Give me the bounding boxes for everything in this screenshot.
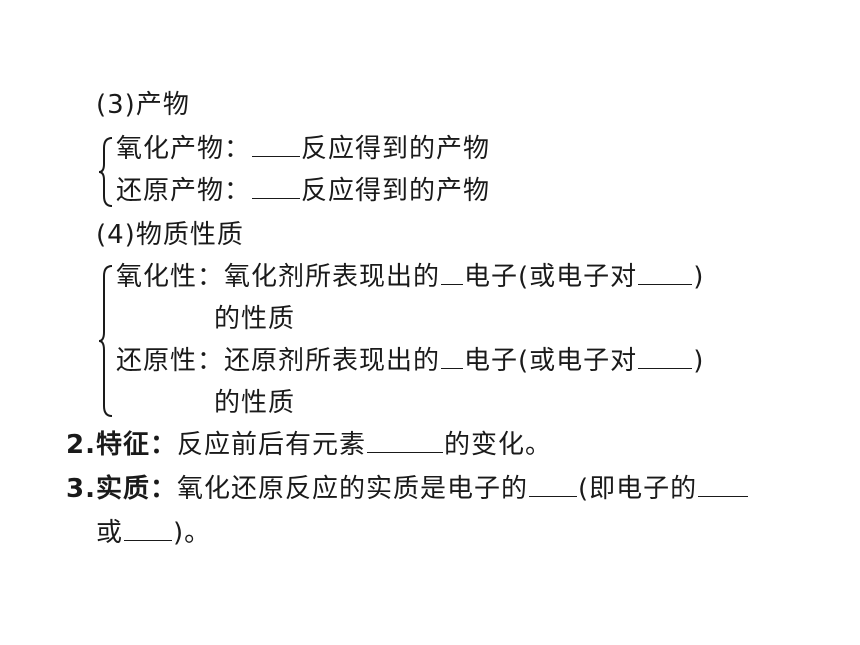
item-suffix: 反应得到的产物 <box>301 134 491 164</box>
point3-essence-line2: 或 )。 <box>96 516 211 550</box>
answer-blank[interactable] <box>441 344 464 369</box>
section4-item-oxidizing: 氧化性：氧化剂所表现出的电子(或电子对) <box>116 260 704 294</box>
section4-heading: (4)物质性质 <box>96 218 244 252</box>
answer-blank[interactable] <box>124 516 173 541</box>
section4-heading-text: (4)物质性质 <box>96 220 244 250</box>
answer-blank[interactable] <box>441 260 464 285</box>
point3-line2-suffix: )。 <box>173 518 212 548</box>
point2-label: 2.特征： <box>66 430 177 460</box>
answer-blank[interactable] <box>528 472 577 497</box>
answer-blank[interactable] <box>638 260 693 285</box>
item-mid: 电子(或电子对 <box>464 346 638 376</box>
point3-prefix: 氧化还原反应的实质是电子的 <box>176 474 528 504</box>
section3-item-oxidation-product: 氧化产物： 反应得到的产物 <box>116 132 490 166</box>
item-line2: 的性质 <box>214 304 296 334</box>
point3-label: 3.实质： <box>66 474 177 504</box>
answer-blank[interactable] <box>252 174 301 199</box>
item-prefix: 氧化剂所表现出的 <box>224 262 441 292</box>
point2-characteristic: 2.特征：反应前后有元素 的变化。 <box>66 428 552 462</box>
answer-blank[interactable] <box>366 428 443 453</box>
answer-blank[interactable] <box>252 132 301 157</box>
item-close: ) <box>693 346 705 376</box>
item-mid: 电子(或电子对 <box>464 262 638 292</box>
section4-item-reducing-line2: 的性质 <box>214 386 295 420</box>
section4-item-oxidizing-line2: 的性质 <box>214 302 295 336</box>
point3-mid: (即电子的 <box>577 474 698 504</box>
item-prefix: 还原剂所表现出的 <box>224 346 441 376</box>
item-label: 氧化性： <box>116 262 225 292</box>
item-label: 还原产物： <box>116 176 252 206</box>
section3-item-reduction-product: 还原产物： 反应得到的产物 <box>116 174 490 208</box>
point2-suffix: 的变化。 <box>443 430 552 460</box>
item-suffix: 反应得到的产物 <box>301 176 491 206</box>
item-label: 氧化产物： <box>116 134 252 164</box>
point3-essence: 3.实质：氧化还原反应的实质是电子的 (即电子的 <box>66 472 749 506</box>
section4-brace <box>98 265 113 417</box>
answer-blank[interactable] <box>638 344 693 369</box>
section3-heading-text: (3)产物 <box>96 90 190 120</box>
item-line2: 的性质 <box>214 388 296 418</box>
point2-prefix: 反应前后有元素 <box>176 430 366 460</box>
point3-line2-prefix: 或 <box>96 518 124 548</box>
answer-blank[interactable] <box>698 472 749 497</box>
section4-item-reducing: 还原性：还原剂所表现出的电子(或电子对) <box>116 344 704 378</box>
section3-brace <box>98 137 113 207</box>
item-label: 还原性： <box>116 346 225 376</box>
section3-heading: (3)产物 <box>96 88 190 122</box>
item-close: ) <box>693 262 705 292</box>
